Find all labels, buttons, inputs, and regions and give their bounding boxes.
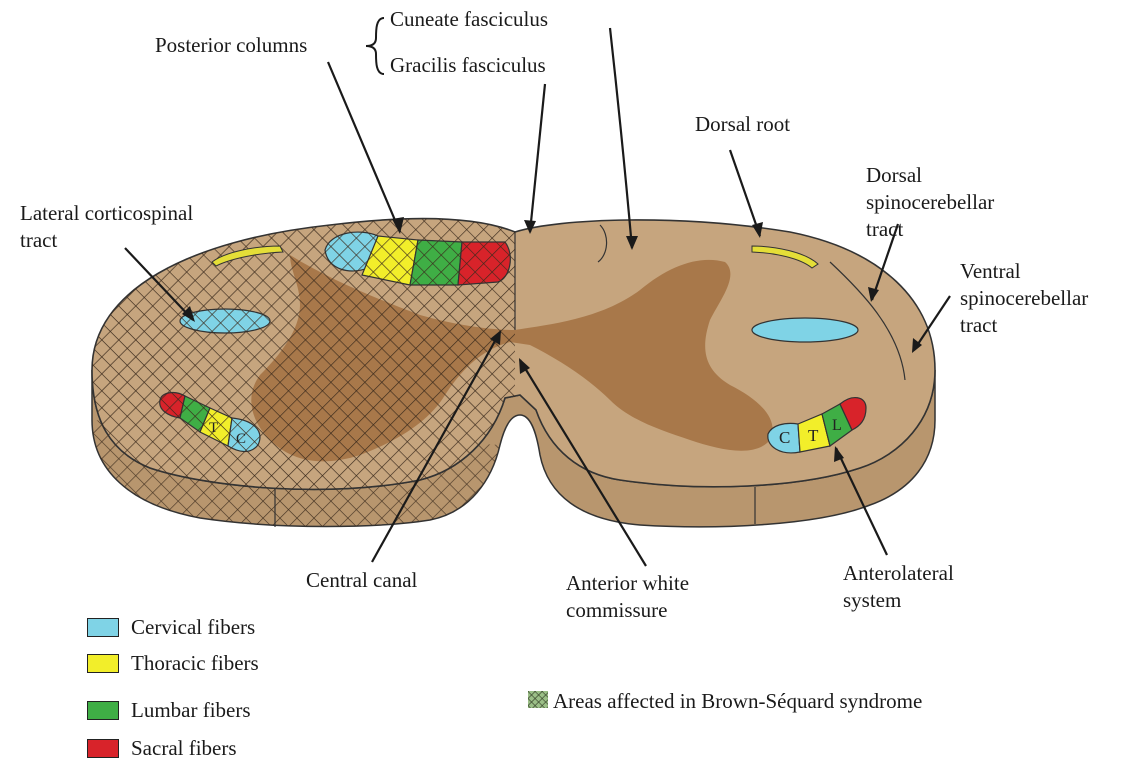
label-dorsal-spinocerebellar: Dorsal spinocerebellar tract xyxy=(866,162,994,243)
legend-label-brown-sequard: Areas affected in Brown-Séquard syndrome xyxy=(553,688,922,714)
lateral-corticospinal-line-2: tract xyxy=(20,227,193,254)
label-central-canal: Central canal xyxy=(306,567,417,593)
anterior-white-commissure-line-2: commissure xyxy=(566,597,689,624)
legend-swatch-thoracic xyxy=(87,654,119,673)
label-gracilis-fasciculus: Gracilis fasciculus xyxy=(390,52,546,78)
label-anterolateral-system: Anterolateral system xyxy=(843,560,954,614)
lumbar-letter: L xyxy=(832,417,842,434)
label-posterior-columns: Posterior columns xyxy=(155,32,307,58)
legend-label-lumbar: Lumbar fibers xyxy=(131,697,251,723)
label-ventral-spinocerebellar: Ventral spinocerebellar tract xyxy=(960,258,1088,339)
anterolateral-system-line-2: system xyxy=(843,587,954,614)
legend-swatch-sacral xyxy=(87,739,119,758)
cervical-letter: C xyxy=(779,428,790,447)
legend-hatch-swatch xyxy=(528,691,548,708)
label-cuneate-fasciculus: Cuneate fasciculus xyxy=(390,6,548,32)
legend-swatch-cervical xyxy=(87,618,119,637)
legend-label-sacral: Sacral fibers xyxy=(131,735,237,761)
left-cervical-letter: C xyxy=(236,431,246,447)
label-lateral-corticospinal: Lateral corticospinal tract xyxy=(20,200,193,254)
lateral-corticospinal-right xyxy=(752,318,858,342)
lateral-corticospinal-line-1: Lateral corticospinal xyxy=(20,200,193,227)
dorsal-spinocerebellar-line-1: Dorsal xyxy=(866,162,994,189)
left-thoracic-letter: T xyxy=(209,420,218,436)
posterior-columns-brace xyxy=(366,18,384,74)
ventral-spinocerebellar-line-2: spinocerebellar xyxy=(960,285,1088,312)
legend-label-cervical: Cervical fibers xyxy=(131,614,255,640)
dorsal-spinocerebellar-line-2: spinocerebellar xyxy=(866,189,994,216)
label-anterior-white-commissure: Anterior white commissure xyxy=(566,570,689,624)
ventral-spinocerebellar-line-1: Ventral xyxy=(960,258,1088,285)
label-dorsal-root: Dorsal root xyxy=(695,111,790,137)
anterolateral-system-line-1: Anterolateral xyxy=(843,560,954,587)
ventral-spinocerebellar-line-3: tract xyxy=(960,312,1088,339)
legend-label-thoracic: Thoracic fibers xyxy=(131,650,259,676)
thoracic-letter: T xyxy=(808,426,819,445)
dorsal-spinocerebellar-line-3: tract xyxy=(866,216,994,243)
legend-swatch-lumbar xyxy=(87,701,119,720)
anterior-white-commissure-line-1: Anterior white xyxy=(566,570,689,597)
